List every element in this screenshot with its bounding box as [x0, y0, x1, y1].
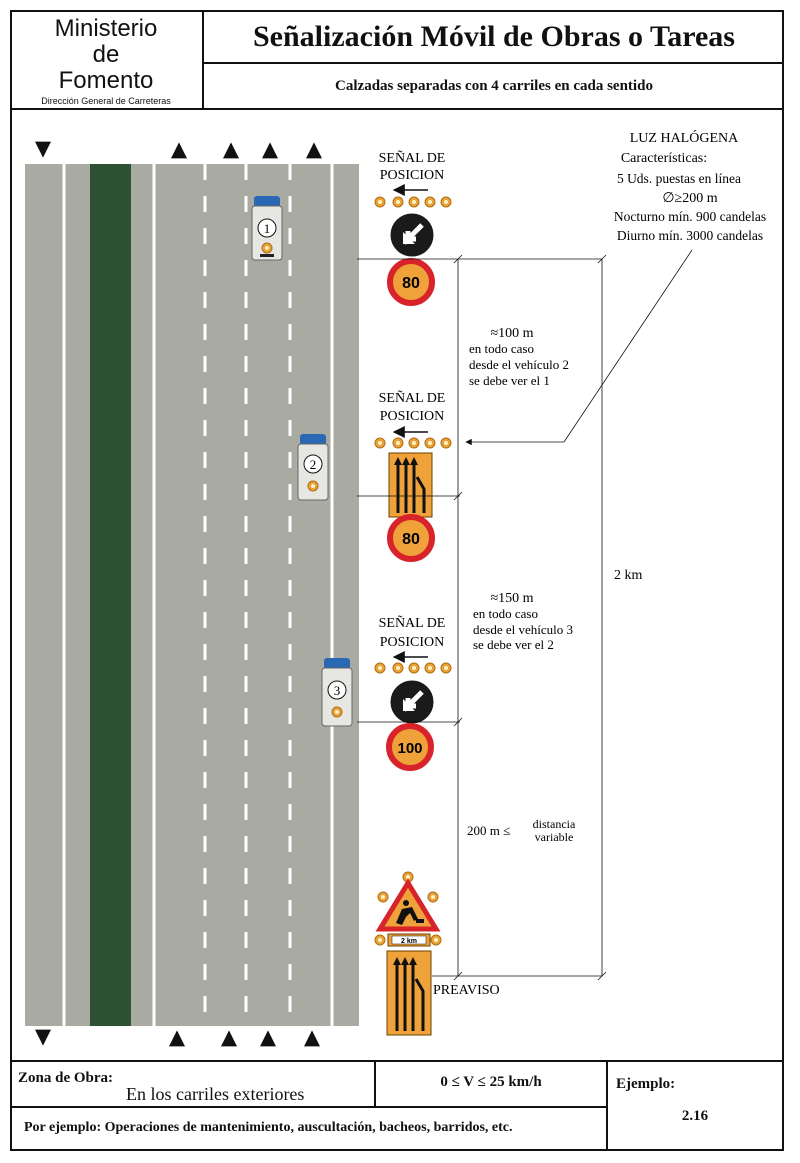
- halogen-lights-1: [374, 196, 452, 208]
- position-sign-label-1a: SEÑAL DE: [379, 150, 446, 166]
- variable-distance-top: distancia: [533, 817, 576, 831]
- distance-2-line-3: se debe ver el 2: [473, 637, 554, 652]
- ministry-name: Ministerio de Fomento: [10, 16, 202, 94]
- note-text: Por ejemplo: Operaciones de mantenimient…: [24, 1120, 513, 1135]
- light-title: LUZ HALÓGENA: [630, 129, 739, 146]
- light-line-4: Diurno mín. 3000 candelas: [617, 228, 763, 243]
- lane-closure-sign-2: [388, 452, 433, 518]
- position-sign-label-2b: POSICION: [380, 409, 445, 424]
- speed-limit-2-value: 80: [402, 531, 420, 548]
- vehicle-3: 3: [321, 658, 353, 727]
- distance-1-approx: ≈100 m: [490, 326, 533, 341]
- speed-limit-sign-1: 80: [387, 258, 435, 306]
- advance-distance-plate: 2 km: [374, 933, 442, 947]
- distance-2-line-2: desde el vehículo 3: [473, 622, 573, 637]
- work-zone-diagram: 1 2 3 SEÑAL DE POSICION 80 SEÑAL DE POSI…: [25, 129, 766, 1047]
- distance-2-approx: ≈150 m: [490, 591, 533, 606]
- position-sign-label-3a: SEÑAL DE: [379, 615, 446, 631]
- halogen-lights-2: [374, 437, 452, 449]
- zone-value: En los carriles exteriores: [126, 1084, 305, 1104]
- ministry-logo-block: Ministerio de Fomento Dirección General …: [10, 10, 204, 110]
- vehicle-1: 1: [251, 196, 283, 261]
- position-sign-label-2a: SEÑAL DE: [379, 390, 446, 406]
- vehicle-2-number: 2: [310, 457, 317, 472]
- vehicle-3-number: 3: [334, 683, 341, 698]
- position-sign-label-1b: POSICION: [380, 168, 445, 183]
- speed-box: 0 ≤ V ≤ 25 km/h: [374, 1060, 608, 1108]
- directorate: Dirección General de Carreteras: [41, 96, 171, 106]
- speed-range: 0 ≤ V ≤ 25 km/h: [440, 1074, 542, 1090]
- zone-box: Zona de Obra: En los carriles exteriores: [10, 1060, 376, 1108]
- speed-limit-sign-2: 80: [387, 514, 435, 562]
- distance-2-line-1: en todo caso: [473, 606, 538, 621]
- total-distance: 2 km: [614, 568, 643, 583]
- variable-distance-prefix: 200 m ≤: [467, 823, 510, 838]
- example-box: Ejemplo: 2.16: [606, 1060, 784, 1151]
- road-works-sign: [375, 871, 441, 932]
- advance-label: PREAVISO: [433, 983, 500, 998]
- distance-1-line-3: se debe ver el 1: [469, 373, 550, 388]
- vehicle-1-number: 1: [264, 221, 271, 236]
- light-line-2: ∅≥200 m: [662, 191, 717, 206]
- note-box: Por ejemplo: Operaciones de mantenimient…: [10, 1106, 608, 1151]
- median-strip: [90, 164, 131, 1026]
- road-surface: [25, 164, 359, 1026]
- halogen-lights-3: [374, 662, 452, 674]
- light-line-3: Nocturno mín. 900 candelas: [614, 209, 766, 224]
- page-title: Señalización Móvil de Obras o Tareas: [204, 10, 784, 64]
- example-value: 2.16: [681, 1108, 709, 1124]
- direction-arrows-bottom: [35, 1029, 320, 1047]
- ministry-line-3: Fomento: [58, 67, 154, 94]
- zone-label: Zona de Obra:: [18, 1070, 114, 1086]
- distance-1-line-2: desde el vehículo 2: [469, 357, 569, 372]
- speed-limit-sign-3: 100: [386, 723, 434, 771]
- keep-left-sign-3: [389, 679, 435, 725]
- example-label: Ejemplo:: [616, 1076, 676, 1092]
- direction-arrows-top: [35, 141, 322, 159]
- advance-plate-text: 2 km: [401, 938, 417, 945]
- speed-limit-3-value: 100: [397, 740, 422, 757]
- dimension-lines: [357, 249, 693, 981]
- ministry-line-1: Ministerio: [54, 15, 158, 42]
- speed-limit-1-value: 80: [402, 275, 420, 292]
- page-subtitle: Calzadas separadas con 4 carriles en cad…: [204, 64, 784, 110]
- distance-1-line-1: en todo caso: [469, 341, 534, 356]
- ministry-line-2: de: [92, 41, 120, 68]
- vehicle-2: 2: [297, 434, 329, 501]
- position-sign-label-3b: POSICION: [380, 635, 445, 650]
- variable-distance-bottom: variable: [535, 830, 574, 844]
- lane-closure-sign-advance: [386, 950, 432, 1036]
- light-line-1: 5 Uds. puestas en línea: [617, 171, 741, 186]
- light-heading: Características:: [621, 151, 707, 166]
- keep-left-sign-1: [389, 212, 435, 258]
